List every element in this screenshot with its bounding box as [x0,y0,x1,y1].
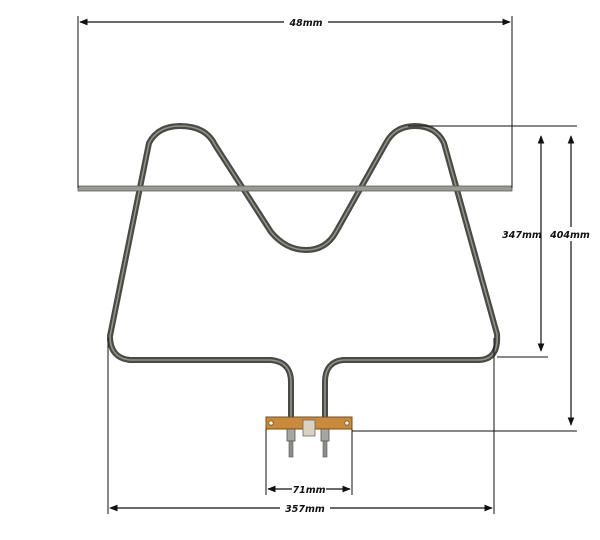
heating-element-tube [107,123,501,421]
dimension-outer-height: 404mm [352,125,592,432]
dimension-label-outer-height: 404mm [549,230,590,241]
dimension-top-width: 48mm [77,15,513,188]
dimension-inner-height: 347mm [408,125,548,358]
dimension-label-inner-height: 347mm [502,230,542,241]
dimension-label-terminal-spacing: 71mm [292,485,325,496]
terminal-left [286,428,296,458]
support-bar [77,185,513,192]
mounting-bracket [265,416,353,437]
dimension-overall-width: 357mm [107,338,495,515]
dimension-label-overall-width: 357mm [285,504,325,515]
dimension-terminal-spacing: 71mm [265,429,353,496]
dimension-label-top-width: 48mm [288,18,322,29]
terminal-right [320,428,330,458]
